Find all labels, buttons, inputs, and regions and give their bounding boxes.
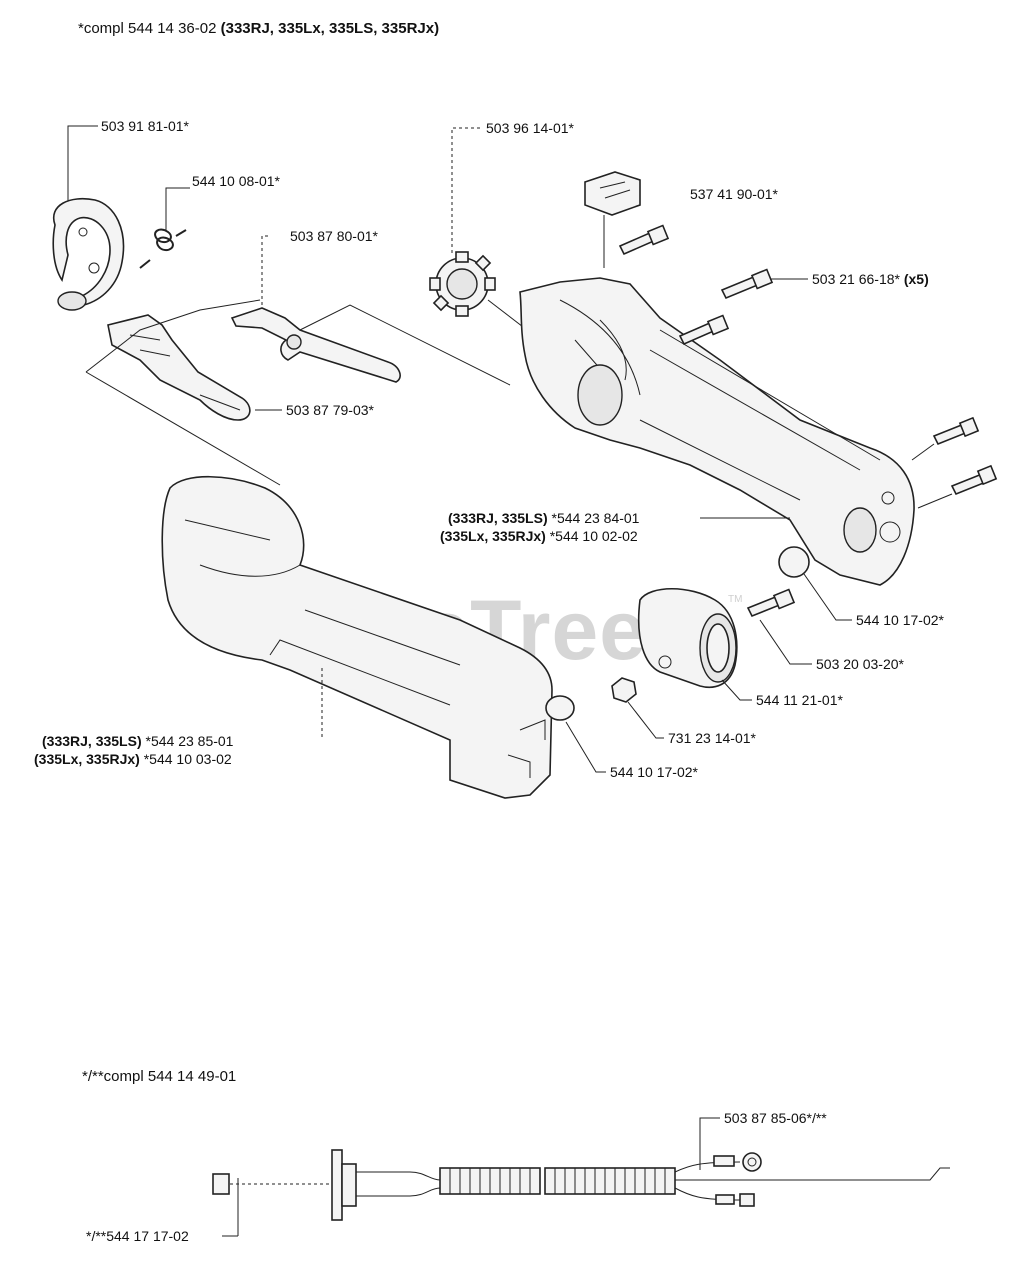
nut-part xyxy=(611,677,637,703)
trigger-part xyxy=(107,314,251,421)
leader-544-10-08-01 xyxy=(165,187,190,230)
cable-assembly-title: */**compl 544 14 49-01 xyxy=(82,1068,237,1085)
spade-terminal-part xyxy=(739,1193,755,1207)
label-544-11-21-01: 544 11 21-01* xyxy=(756,692,843,708)
label-503-87-85-06: 503 87 85-06*/** xyxy=(724,1110,827,1126)
handle-half-part xyxy=(52,198,125,306)
label-537-41-90-01: 537 41 90-01* xyxy=(690,186,778,202)
label-544-17-17-02: */**544 17 17-02 xyxy=(86,1228,189,1244)
leader-544-11-21-01 xyxy=(721,679,752,701)
leader-503-91-81-01 xyxy=(67,125,98,210)
assembly-number: *compl 544 14 36-02 xyxy=(78,20,217,37)
shaft-housing-part xyxy=(161,475,553,799)
models-333rj-335ls: (333RJ, 335LS) xyxy=(448,510,548,526)
leader-544-10-17-02-a xyxy=(803,573,852,621)
assembly-models: (333RJ, 335Lx, 335LS, 335RJx) xyxy=(220,20,440,37)
cable-end-knob xyxy=(212,1173,230,1195)
label-503-21-66-18: 503 21 66-18* (x5) xyxy=(812,271,929,287)
models-333rj-335ls: (333RJ, 335LS) xyxy=(42,733,142,749)
clutch-housing-part xyxy=(519,277,915,586)
gear-ring-part xyxy=(429,251,496,317)
part-number-544-23-84-01: *544 23 84-01 xyxy=(551,510,640,526)
spring-part xyxy=(139,228,187,269)
leader-544-10-17-02-b xyxy=(565,721,606,773)
mount-block-part xyxy=(584,171,641,216)
label-503-20-03-20: 503 20 03-20* xyxy=(816,656,904,672)
label-503-96-14-01: 503 96 14-01* xyxy=(486,120,574,136)
part-number-544-10-02-02: *544 10 02-02 xyxy=(549,528,638,544)
throttle-lever-part xyxy=(230,307,401,383)
bushing-part-a xyxy=(778,546,810,578)
models-335lx-335rjx: (335Lx, 335RJx) xyxy=(440,528,546,544)
label-731-23-14-01: 731 23 14-01* xyxy=(668,730,756,746)
assembly-title: *compl 544 14 36-02 (333RJ, 335Lx, 335LS… xyxy=(78,20,439,37)
cable-connector-part xyxy=(331,1149,441,1221)
label-544-10-08-01: 544 10 08-01* xyxy=(192,173,280,189)
label-544-23-84-01: (333RJ, 335LS) *544 23 84-01 xyxy=(448,510,639,526)
bushing-part-b xyxy=(545,695,575,721)
quantity-badge: (x5) xyxy=(903,271,929,287)
leader-503-96-14-01 xyxy=(451,127,480,255)
corrugated-cable-part xyxy=(439,1167,676,1195)
part-number-544-23-85-01: *544 23 85-01 xyxy=(145,733,234,749)
watermark-trademark: TM xyxy=(728,594,743,605)
leader-503-87-85-06 xyxy=(699,1117,720,1170)
handle-boss-part xyxy=(57,291,87,311)
label-544-23-85-01: (333RJ, 335LS) *544 23 85-01 xyxy=(42,733,233,749)
ring-terminal-part xyxy=(742,1152,762,1172)
part-number-503-21-66-18: 503 21 66-18* xyxy=(812,271,900,287)
group-outline-left xyxy=(85,371,281,486)
leader-731-23-14-01 xyxy=(627,701,664,739)
label-544-10-17-02-b: 544 10 17-02* xyxy=(610,764,698,780)
group-outline-right xyxy=(299,304,511,386)
label-544-10-03-02: (335Lx, 335RJx) *544 10 03-02 xyxy=(34,751,232,767)
bolt-set xyxy=(618,224,998,496)
label-503-87-80-01: 503 87 80-01* xyxy=(290,228,378,244)
label-544-10-02-02: (335Lx, 335RJx) *544 10 02-02 xyxy=(440,528,638,544)
label-503-91-81-01: 503 91 81-01* xyxy=(101,118,189,134)
label-503-87-79-03: 503 87 79-03* xyxy=(286,402,374,418)
models-335lx-335rjx: (335Lx, 335RJx) xyxy=(34,751,140,767)
leader-503-20-03-20 xyxy=(759,619,812,665)
part-number-544-10-03-02: *544 10 03-02 xyxy=(143,751,232,767)
label-544-10-17-02-a: 544 10 17-02* xyxy=(856,612,944,628)
